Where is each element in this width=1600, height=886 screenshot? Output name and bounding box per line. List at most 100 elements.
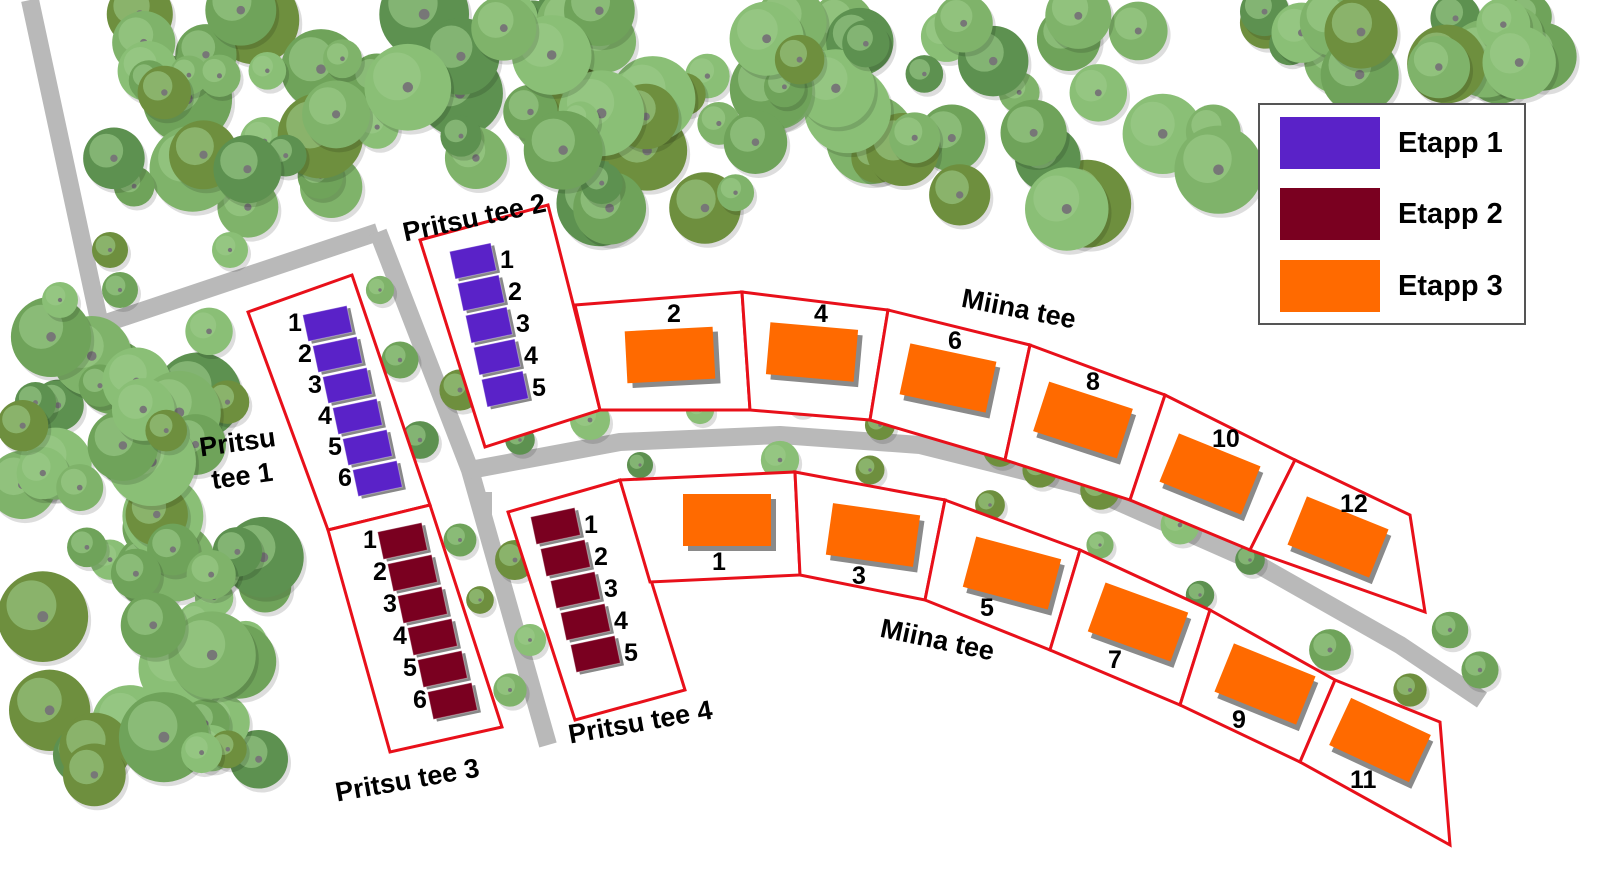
- house-lot-6[interactable]: [899, 343, 997, 413]
- tree-icon: [1174, 125, 1266, 218]
- tree-icon: [213, 135, 285, 208]
- house-lot-12[interactable]: [1287, 496, 1389, 578]
- unit-pritsu-tee-2-3[interactable]: [464, 306, 514, 344]
- lot-number: 8: [1086, 368, 1100, 396]
- unit-pritsu-tee-1-2[interactable]: [312, 336, 363, 373]
- house-lot-7[interactable]: [1087, 582, 1189, 662]
- tree-icon: [889, 112, 944, 168]
- tree-icon: [471, 0, 540, 65]
- house-lot-10[interactable]: [1159, 433, 1261, 515]
- unit-number: 1: [363, 526, 377, 554]
- tree-icon: [626, 451, 657, 483]
- unit-pritsu-tee-1-3[interactable]: [322, 367, 373, 404]
- unit-pritsu-tee-4-3[interactable]: [549, 571, 602, 609]
- unit-number: 5: [624, 639, 638, 667]
- tree-icon: [185, 307, 236, 360]
- legend-label: Etapp 1: [1398, 126, 1503, 159]
- tree-icon: [440, 115, 485, 161]
- house-lot-2[interactable]: [624, 326, 716, 384]
- tree-icon: [443, 523, 480, 561]
- legend-item-etapp-3: Etapp 3: [1280, 260, 1503, 312]
- tree-icon: [1235, 545, 1268, 579]
- tree-icon: [1025, 167, 1112, 255]
- legend-item-etapp-1: Etapp 1: [1280, 117, 1503, 169]
- unit-number: 2: [508, 278, 522, 306]
- tree-icon: [723, 110, 791, 178]
- tree-icon: [323, 39, 365, 83]
- unit-number: 1: [288, 309, 302, 337]
- unit-number: 2: [594, 543, 608, 571]
- lot-number: 6: [948, 327, 962, 355]
- unit-pritsu-tee-3-2[interactable]: [386, 554, 439, 592]
- unit-pritsu-tee-4-5[interactable]: [569, 635, 622, 673]
- tree-icon: [110, 548, 164, 603]
- house-lot-9[interactable]: [1214, 643, 1316, 725]
- tree-icon: [1069, 64, 1131, 126]
- unit-pritsu-tee-1-4[interactable]: [332, 398, 383, 435]
- unit-pritsu-tee-1-6[interactable]: [352, 460, 403, 497]
- tree-icon: [381, 341, 422, 383]
- tree-icon: [1324, 0, 1401, 73]
- tree-icon: [774, 34, 828, 89]
- tree-icon: [365, 275, 398, 309]
- unit-pritsu-tee-2-4[interactable]: [472, 338, 522, 376]
- tree-icon: [513, 623, 550, 661]
- tree-icon: [493, 673, 530, 711]
- unit-number: 4: [524, 342, 538, 370]
- tree-icon: [523, 110, 606, 194]
- tree-icon: [42, 282, 81, 322]
- tree-icon: [205, 0, 280, 50]
- tree-icon: [1000, 99, 1070, 170]
- unit-number: 4: [614, 607, 628, 635]
- unit-pritsu-tee-1-1[interactable]: [302, 305, 353, 342]
- unit-number: 3: [383, 590, 397, 618]
- lot-number: 11: [1350, 766, 1377, 794]
- unit-pritsu-tee-3-6[interactable]: [426, 682, 479, 720]
- legend-swatch-etapp-3: [1280, 260, 1380, 312]
- unit-number: 1: [584, 511, 598, 539]
- tree-icon: [0, 400, 52, 456]
- unit-pritsu-tee-3-3[interactable]: [396, 586, 449, 624]
- lot-number: 9: [1232, 706, 1246, 734]
- unit-pritsu-tee-2-1[interactable]: [448, 242, 498, 280]
- unit-pritsu-tee-3-4[interactable]: [406, 618, 459, 656]
- tree-icon: [717, 174, 758, 216]
- unit-number: 4: [393, 622, 407, 650]
- tree-icon: [181, 732, 226, 778]
- unit-pritsu-tee-3-5[interactable]: [416, 650, 469, 688]
- house-lot-1[interactable]: [683, 494, 771, 546]
- unit-pritsu-tee-2-2[interactable]: [456, 274, 506, 312]
- unit-pritsu-tee-3-1[interactable]: [376, 522, 429, 560]
- tree-icon: [137, 65, 195, 124]
- unit-number: 6: [413, 686, 427, 714]
- unit-number: 3: [604, 575, 618, 603]
- unit-number: 4: [318, 402, 332, 430]
- unit-pritsu-tee-4-2[interactable]: [539, 539, 592, 577]
- unit-number: 2: [373, 558, 387, 586]
- unit-number: 1: [500, 246, 514, 274]
- unit-pritsu-tee-2-5[interactable]: [480, 370, 530, 408]
- house-lot-3[interactable]: [825, 503, 921, 567]
- tree-icon: [842, 20, 893, 72]
- house-lot-5[interactable]: [962, 536, 1062, 610]
- tree-icon: [1309, 629, 1354, 675]
- unit-pritsu-tee-4-4[interactable]: [559, 603, 612, 641]
- tree-icon: [248, 51, 290, 94]
- unit-pritsu-tee-1-5[interactable]: [342, 429, 393, 466]
- tree-icon: [145, 409, 191, 456]
- lot-number: 3: [852, 562, 866, 590]
- legend-item-etapp-2: Etapp 2: [1280, 188, 1503, 240]
- house-lot-4[interactable]: [765, 322, 859, 382]
- tree-icon: [1108, 1, 1171, 65]
- tree-icon: [905, 55, 947, 97]
- house-lot-8[interactable]: [1033, 381, 1133, 459]
- tree-icon: [466, 586, 497, 618]
- unit-pritsu-tee-4-1[interactable]: [529, 507, 582, 545]
- unit-number: 3: [516, 310, 530, 338]
- tree-icon: [1407, 35, 1474, 103]
- tree-icon: [855, 455, 888, 489]
- tree-icon: [92, 232, 131, 272]
- lot-number: 7: [1108, 646, 1122, 674]
- house-lot-11[interactable]: [1329, 697, 1431, 783]
